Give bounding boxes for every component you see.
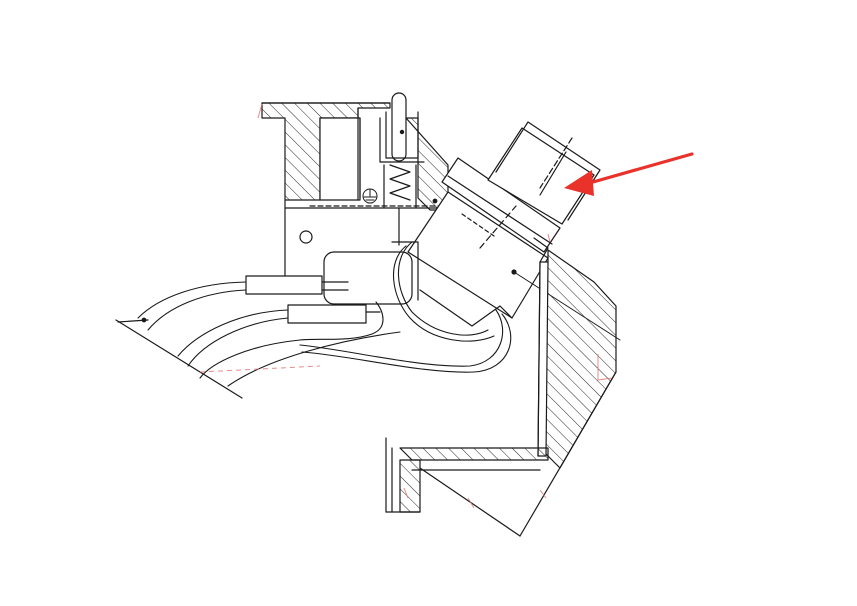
terminal-block [245, 241, 419, 324]
red-pointer-arrow-icon [564, 152, 694, 196]
connector-pin-lower [287, 304, 367, 324]
lower-housing [385, 249, 617, 537]
wedge-section [405, 117, 449, 211]
sensor-cap [487, 127, 595, 225]
connector-pin-upper [245, 275, 323, 295]
ground-symbol [362, 188, 378, 204]
tilted-sensor [407, 121, 621, 341]
upper-housing [261, 102, 449, 279]
spring-plunger [379, 92, 425, 246]
cable-bundle [137, 241, 512, 387]
left-flange-edge [115, 317, 243, 399]
mounting-hole [299, 230, 313, 244]
construction-marks [199, 103, 613, 509]
compression-spring [389, 164, 411, 201]
